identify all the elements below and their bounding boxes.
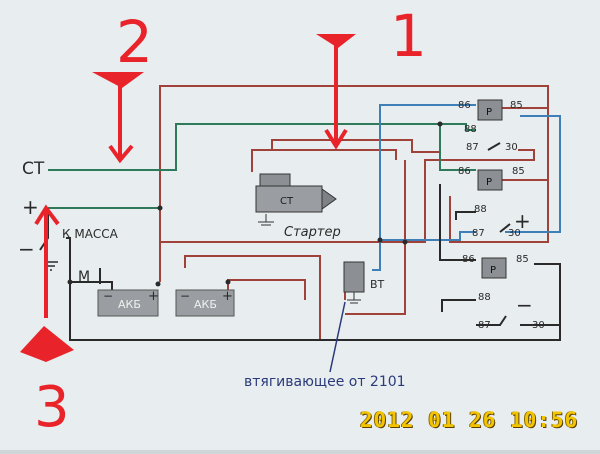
red-wire-plus-bus bbox=[160, 159, 440, 243]
starter-motor: СТ bbox=[255, 173, 337, 226]
starter-label: Стартер bbox=[284, 225, 341, 240]
junction-dots bbox=[67, 121, 443, 285]
annotation-3-cap bbox=[20, 326, 74, 362]
relay2-plus-mark: + bbox=[514, 209, 531, 233]
akb2-label: АКБ bbox=[194, 298, 217, 311]
red-wire-starter-stub bbox=[251, 149, 397, 172]
solenoid-caption: втягивающее от 2101 bbox=[244, 374, 406, 390]
relay1-pin87: 87 bbox=[466, 142, 479, 153]
relay-1: Р 86 85 88 87 30 bbox=[458, 99, 523, 153]
red-wire-akb2-plus bbox=[184, 255, 321, 340]
relay3-pin85: 85 bbox=[516, 254, 529, 265]
m-label: М bbox=[78, 269, 90, 285]
vt-label: ВТ bbox=[370, 278, 385, 291]
red-wire-akb2-minus bbox=[227, 279, 306, 300]
black-wire-relay3-86 bbox=[439, 184, 476, 261]
annotation-3: 3 bbox=[20, 204, 74, 440]
black-wire-relay2-switch bbox=[499, 223, 511, 233]
relay1-pin30: 30 bbox=[505, 142, 518, 153]
date-stamp: 2012 01 26 10:56 bbox=[360, 408, 579, 432]
minus-label: − bbox=[18, 237, 35, 261]
annotation-1: 1 bbox=[316, 2, 427, 150]
annotation-1-number: 1 bbox=[390, 2, 427, 70]
annotation-1-arrow bbox=[324, 44, 348, 150]
akb1-minus: − bbox=[103, 289, 113, 303]
black-wire-relay2-88 bbox=[455, 211, 476, 220]
relay3-pin88: 88 bbox=[478, 292, 491, 303]
plus-label: + bbox=[22, 195, 39, 219]
red-wire-top-loop bbox=[159, 85, 549, 282]
starter-body-label: СТ bbox=[280, 196, 294, 207]
relay2-pin85: 85 bbox=[512, 166, 525, 177]
red-wire-starter-down bbox=[345, 160, 406, 315]
k-massa-label: К МАССА bbox=[62, 227, 119, 241]
blue-wires bbox=[372, 104, 561, 271]
black-wire-relay1-switch bbox=[487, 142, 501, 151]
annotation-3-number: 3 bbox=[34, 375, 70, 440]
blue-wire-relay1-side bbox=[520, 115, 561, 233]
relay3-minus-mark: − bbox=[516, 293, 533, 317]
relay-2: Р 86 85 88 87 30 + bbox=[458, 166, 531, 239]
annotation-1-cap bbox=[316, 34, 356, 48]
relay2-symbol: Р bbox=[486, 177, 492, 188]
annotation-3-arrow bbox=[34, 204, 60, 318]
caption-pointer bbox=[329, 301, 346, 373]
battery-akb2: АКБ − + bbox=[175, 279, 235, 317]
relay1-symbol: Р bbox=[486, 107, 492, 118]
relay1-pin86: 86 bbox=[458, 100, 471, 111]
akb1-label: АКБ bbox=[118, 298, 141, 311]
relay2-pin86: 86 bbox=[458, 166, 471, 177]
relay3-symbol: Р bbox=[490, 265, 496, 276]
black-wire-relay3-88 bbox=[441, 299, 476, 312]
relay1-pin88: 88 bbox=[464, 124, 477, 135]
red-wire-relay1-30 bbox=[440, 149, 535, 161]
blue-wire-relay2-87 bbox=[380, 231, 476, 241]
relay3-pin86: 86 bbox=[462, 254, 475, 265]
battery-akb1: АКБ − + bbox=[97, 281, 161, 317]
relay2-pin87: 87 bbox=[472, 228, 485, 239]
relay2-pin88: 88 bbox=[474, 204, 487, 215]
annotation-2-arrow bbox=[108, 80, 134, 164]
red-wire-starter-top bbox=[271, 139, 440, 153]
relay1-pin85: 85 bbox=[510, 100, 523, 111]
black-wire-bottom-loop bbox=[66, 237, 561, 341]
relay3-pin30: 30 bbox=[532, 320, 545, 331]
st-label: СТ bbox=[22, 159, 45, 179]
akb1-plus: + bbox=[148, 289, 159, 304]
akb2-plus: + bbox=[222, 289, 233, 304]
green-wires bbox=[48, 123, 476, 209]
blue-wire-relay1-86 bbox=[372, 104, 476, 271]
relay3-pin87: 87 bbox=[478, 320, 491, 331]
akb2-minus: − bbox=[180, 289, 190, 303]
green-wire-st bbox=[48, 123, 476, 171]
annotation-2: 2 bbox=[92, 8, 153, 164]
black-wire-relay3-87 bbox=[476, 315, 507, 326]
black-wire-m bbox=[70, 281, 113, 290]
relay-3: Р 86 85 88 87 30 − bbox=[462, 254, 545, 331]
solenoid-vt: ВТ bbox=[343, 261, 385, 304]
relay2-pin30: 30 bbox=[508, 228, 521, 239]
green-wire-relay2-86 bbox=[439, 124, 476, 171]
annotation-2-number: 2 bbox=[116, 8, 153, 76]
